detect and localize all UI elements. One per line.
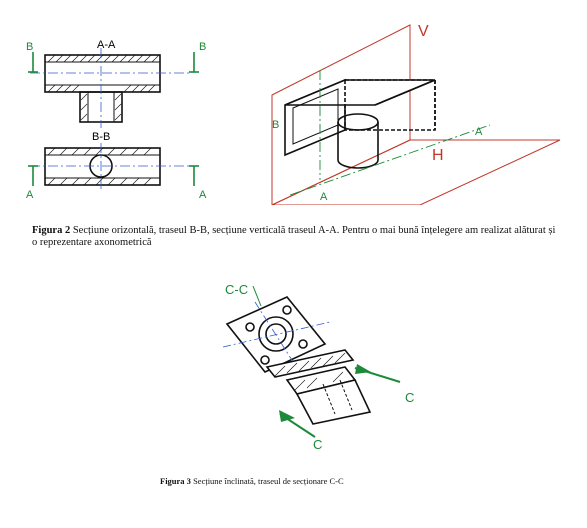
figure3-caption-text: Secțiune înclinată, traseul de secționar… [193,476,344,486]
cut-marker-c-top [354,364,401,383]
cut-marker-b-left [28,52,38,73]
figure3-inclined-section: C-C C C [222,282,414,452]
section-bb-label: B-B [92,131,110,143]
section-bb-view [44,147,161,186]
figure3-caption-label: Figura 3 [160,476,191,486]
section-cc-label: C-C [225,282,248,297]
figure2-orthographic: A-A B [26,39,207,201]
cut-a-right-label: A [199,189,207,201]
inclined-body [265,349,372,425]
cut-marker-a-right [189,165,199,186]
cut-marker-a-left [28,165,38,186]
figure2-caption: Figura 2 Secțiune orizontală, traseul B-… [32,225,562,249]
plane-h-label: H [432,147,444,164]
section-aa-view [44,54,161,123]
cut-a-left-label: A [26,189,34,201]
cut-c-label-top: C [405,390,414,405]
axono-a-label-1: A [475,126,483,138]
axono-b-label: B [272,119,279,131]
figure3-caption: Figura 3 Secțiune înclinată, traseul de … [160,475,490,487]
figure2-caption-text: Secțiune orizontală, traseul B-B, secțiu… [32,225,556,248]
figure2-axonometric: V H B A A [271,23,561,205]
cut-b-right-label: B [199,41,206,53]
section-aa-label: A-A [97,39,116,51]
cut-marker-c-bottom [279,410,316,438]
horizontal-plane [271,139,561,205]
cut-marker-b-right [189,52,199,73]
figure2-caption-label: Figura 2 [32,225,71,236]
cut-b-left-label: B [26,41,33,53]
plane-v-label: V [418,23,429,40]
cut-c-label-bottom: C [313,437,322,452]
axono-a-label-2: A [320,191,328,203]
pipe-body [284,78,436,169]
